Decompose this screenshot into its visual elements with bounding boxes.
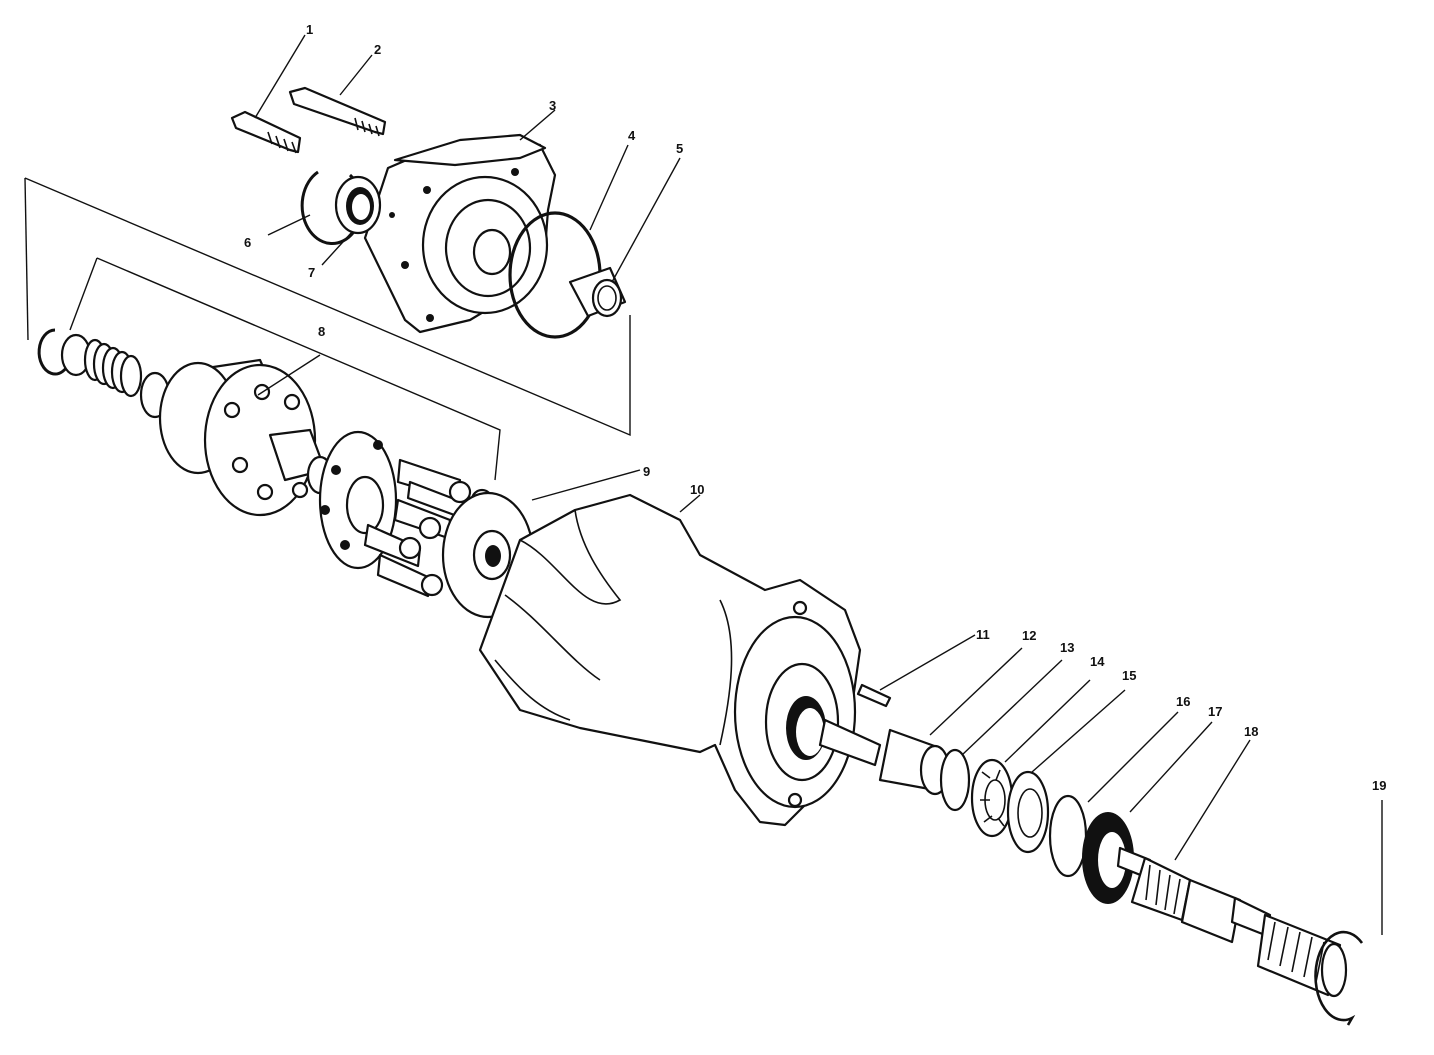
callout-9: 9 [643,464,650,479]
part-15-race [1006,689,1126,854]
part-10-housing [478,493,862,827]
callout-15: 15 [1122,668,1136,683]
callout-17: 17 [1208,704,1222,719]
callout-7: 7 [308,265,315,280]
part-18-splined-shaft [1116,739,1348,998]
part-11-key [856,634,976,708]
callout-11: 11 [976,627,990,642]
bracket-lines [24,177,631,481]
callout-13: 13 [1060,640,1074,655]
part-13-ring [939,659,1063,812]
spring [83,338,143,398]
callout-12: 12 [1022,628,1036,643]
part-8-rotating-group [37,328,494,598]
part-19-retaining-ring [1314,800,1383,1026]
callout-14: 14 [1090,654,1105,669]
callout-19: 19 [1372,778,1386,793]
part-5-bushing [568,157,681,318]
callout-5: 5 [676,141,683,156]
part-7-seal [321,175,382,266]
callout-4: 4 [628,128,636,143]
part-17-seal [1082,721,1213,904]
callout-2: 2 [374,42,381,57]
callout-1: 1 [306,22,313,37]
part-2-bolt [288,54,387,137]
callout-18: 18 [1244,724,1258,739]
callout-16: 16 [1176,694,1190,709]
callout-3: 3 [549,98,556,113]
callout-6: 6 [244,235,251,250]
callout-labels: 1 2 3 4 5 6 7 8 9 10 11 12 13 14 15 16 1… [244,22,1386,793]
callout-10: 10 [690,482,704,497]
drive-shaft [818,718,882,767]
part-1-bolt [230,34,306,154]
callout-8: 8 [318,324,325,339]
part-3-end-cover [363,109,557,334]
